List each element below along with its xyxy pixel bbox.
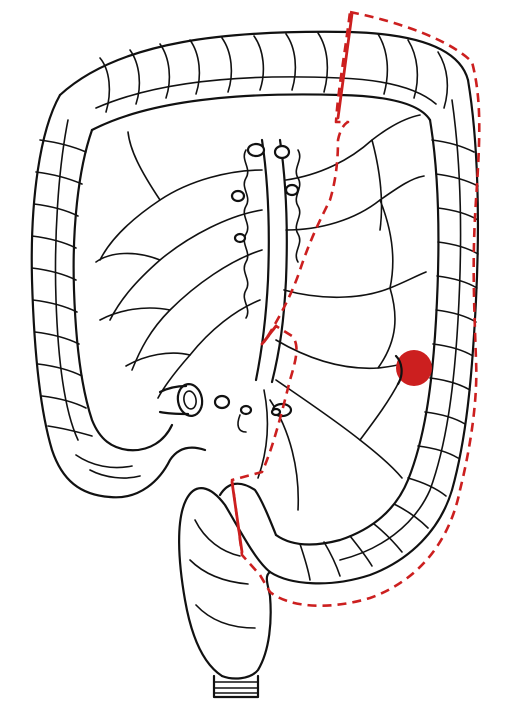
proximal-transection-line	[336, 12, 354, 120]
vessel-stumps	[158, 142, 300, 433]
transection-lines	[230, 12, 354, 554]
resection-margin	[230, 10, 481, 607]
lesion-marker	[394, 350, 432, 386]
mid-transection-line	[260, 324, 278, 346]
resection-boundary	[230, 10, 481, 607]
mesenteric-vessels	[95, 114, 427, 511]
distal-transection-line	[230, 480, 244, 554]
caecum	[75, 423, 207, 499]
ascending-colon	[30, 93, 130, 499]
descending-colon	[268, 78, 480, 585]
sigmoid-rectum	[178, 482, 278, 699]
transverse-colon	[58, 30, 470, 132]
